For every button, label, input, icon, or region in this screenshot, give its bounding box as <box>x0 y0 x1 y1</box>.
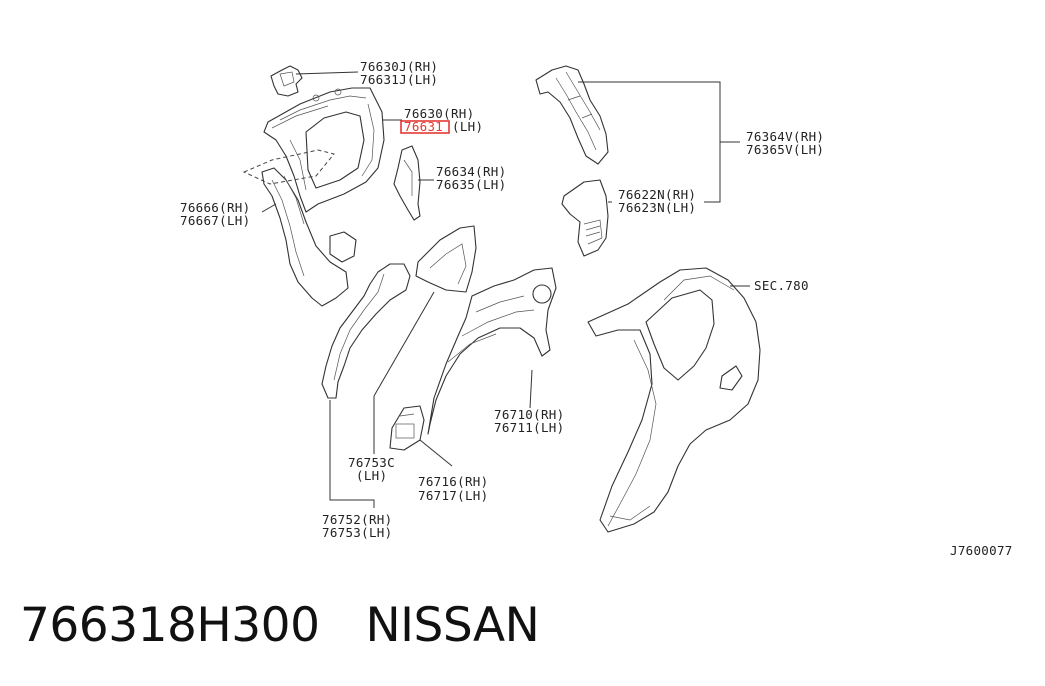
part-76634-bracket[interactable] <box>393 145 421 221</box>
callout-76752-rh: 76752(RH) <box>322 512 392 527</box>
part-76622N-bracket[interactable] <box>561 179 609 257</box>
leader-lines <box>261 71 750 508</box>
callout-76717-lh: 76717(LH) <box>418 488 488 503</box>
callout-76635-lh: 76635(LH) <box>436 177 506 192</box>
callout-76364V-rh: 76364V(RH) <box>746 129 824 144</box>
footer-caption: 766318H300 NISSAN <box>20 598 540 653</box>
callout-76667-lh: 76667(LH) <box>180 213 250 228</box>
callout-76634[interactable]: 76634(RH) 76635(LH) <box>436 164 506 192</box>
callout-76716[interactable]: 76716(RH) 76717(LH) <box>418 474 488 503</box>
callout-76622N[interactable]: 76622N(RH) 76623N(LH) <box>618 187 696 215</box>
callout-76753C[interactable]: 76753C (LH) <box>348 455 395 483</box>
callout-76634-rh: 76634(RH) <box>436 164 506 179</box>
callout-76630[interactable]: 76630(RH) 76631 (LH) <box>400 106 483 134</box>
sec780-body-side[interactable] <box>587 267 761 533</box>
callout-76623N-lh: 76623N(LH) <box>618 200 696 215</box>
callout-76365V-lh: 76365V(LH) <box>746 142 824 157</box>
part-76666-pillar[interactable] <box>261 167 357 307</box>
parts-diagram: 76630J(RH) 76631J(LH) 76630(RH) 76631 (L… <box>180 59 1013 558</box>
callout-76710-rh: 76710(RH) <box>494 407 564 422</box>
brand-name: NISSAN <box>365 598 540 653</box>
callout-76752[interactable]: 76752(RH) 76753(LH) <box>322 512 392 540</box>
callout-76711-lh: 76711(LH) <box>494 420 564 435</box>
callout-76716-rh: 76716(RH) <box>418 474 488 489</box>
callout-sec780[interactable]: SEC.780 <box>754 278 809 293</box>
callout-76631-highlighted: 76631 <box>404 119 443 134</box>
highlight-box <box>400 120 450 134</box>
callout-76630J-rh: 76630J(RH) <box>360 59 438 74</box>
callout-76630J-lh: 76631J(LH) <box>360 72 438 87</box>
part-76716-plate[interactable] <box>389 405 425 451</box>
diagram-id: J7600077 <box>950 543 1013 558</box>
callout-76710[interactable]: 76710(RH) 76711(LH) <box>494 407 564 435</box>
callout-76753C-lh: (LH) <box>356 468 387 483</box>
part-76630J-bracket[interactable] <box>270 65 303 97</box>
callout-76753-lh: 76753(LH) <box>322 525 392 540</box>
callout-76622N-rh: 76622N(RH) <box>618 187 696 202</box>
callout-76630J[interactable]: 76630J(RH) 76631J(LH) <box>360 59 438 87</box>
part-76630-inner-panel[interactable] <box>263 87 385 213</box>
part-number: 766318H300 <box>20 598 320 653</box>
part-76364V-reinforcement[interactable] <box>535 65 609 165</box>
part-76753C-bracket[interactable] <box>415 225 477 293</box>
callout-76364V[interactable]: 76364V(RH) 76365V(LH) <box>746 129 824 157</box>
callout-76631-lh-suffix: (LH) <box>452 119 483 134</box>
part-76710-wheelhouse[interactable] <box>427 267 557 435</box>
callout-76630-rh: 76630(RH) <box>404 106 474 121</box>
dashed-outline <box>242 149 335 185</box>
callout-76753C-code: 76753C <box>348 455 395 470</box>
callout-76666[interactable]: 76666(RH) 76667(LH) <box>180 200 250 228</box>
callout-76666-rh: 76666(RH) <box>180 200 250 215</box>
part-76752-rail[interactable] <box>321 263 411 399</box>
